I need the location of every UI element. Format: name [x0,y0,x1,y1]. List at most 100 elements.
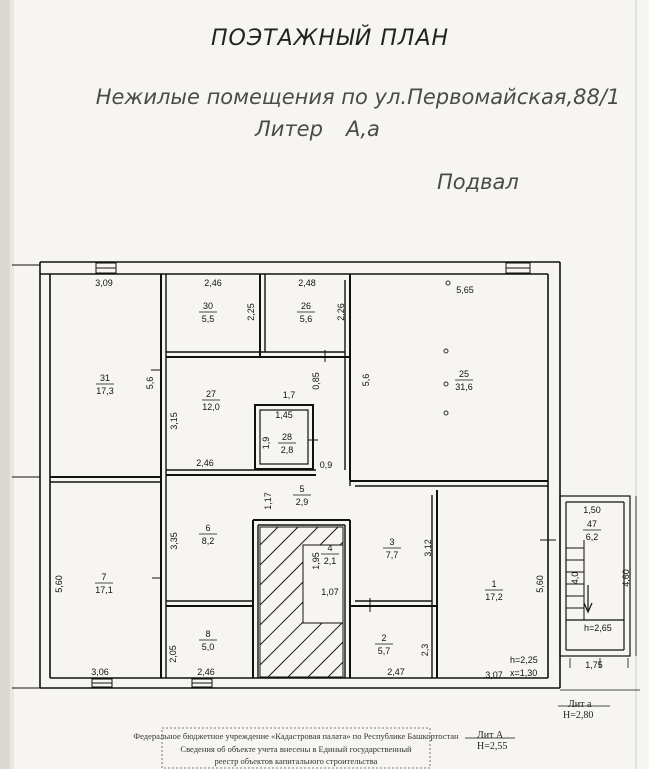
dimension-label: 1,07 [321,587,339,597]
room-31: 31 17,3 [96,373,114,396]
plan-title: ПОЭТАЖНЫЙ ПЛАН [211,25,449,51]
dimension-label: 2,46 [196,458,214,468]
room-number: 31 [100,373,110,383]
stamp-line3: реестр объектов капитального строительст… [215,756,378,766]
lit-a-label: Лит а [568,699,592,710]
room-number: 3 [389,537,394,547]
room-number: 8 [205,629,210,639]
room-area: 6,2 [586,532,599,542]
room-area: 2,9 [296,497,309,507]
lit-a-height: Н=2,80 [563,710,593,721]
dimension-label: 3,35 [169,532,179,550]
room-area: 12,0 [202,402,220,412]
cadastral-stamp: Федеральное бюджетное учреждение «Кадаст… [133,727,459,769]
room-number: 2 [381,633,386,643]
room-number: 4 [327,543,332,553]
dimension-label: 2,25 [246,303,256,321]
room-area: 5,5 [202,314,215,324]
room-4: 42,1 [321,543,339,566]
room-28: 282,8 [278,432,296,455]
dimension-leaders [465,689,640,739]
dimension-label: 1,75 [585,660,603,670]
room-area: 17,2 [485,592,503,602]
basement-height: h=2,25 [510,655,538,665]
dimension-label: 3,09 [95,278,113,288]
room-3: 37,7 [383,537,401,560]
room-number: 30 [203,301,213,311]
room-1: 117,2 [485,579,503,602]
room-26: 265,6 [297,301,315,324]
room-number: 6 [205,523,210,533]
porch-height: h=2,65 [584,623,612,633]
dimension-label: 2,48 [298,278,316,288]
room-30: 305,5 [199,301,217,324]
room-number: 7 [101,572,106,582]
room-5: 52,9 [293,484,311,507]
room-area: 2,8 [281,445,294,455]
dimension-label: 2,46 [197,667,215,677]
plan-address: Нежилые помещения по ул.Первомайская,88/… [96,85,621,109]
floor-name: Подвал [437,170,519,194]
room-27: 27 12,0 [202,389,220,412]
room-8: 85,0 [199,629,217,652]
dimension-label: 1,9 [261,437,271,450]
porch-47 [559,495,637,668]
dimension-label: 1,7 [283,390,296,400]
dimension-label: 2,46 [204,278,222,288]
room-area: 31,6 [455,382,473,392]
dimension-label: 5,60 [535,575,545,593]
room-area: 2,1 [324,556,337,566]
x-height: x=1,30 [510,668,537,678]
room-6: 68,2 [199,523,217,546]
dimension-label: 3,06 [91,667,109,677]
dimension-label: 4,60 [621,569,631,587]
room-area: 5,7 [378,646,391,656]
room-area: 5,6 [300,314,313,324]
room-area: 17,3 [96,386,114,396]
room-7: 717,1 [95,572,113,595]
dimension-label: 5,60 [54,575,64,593]
scan-edge-inner [10,0,14,769]
scan-edge-left [0,0,10,769]
walls [12,261,561,689]
dimension-label: 3,15 [169,412,179,430]
room-25: 25 31,6 [455,369,473,392]
dimension-label: 3,12 [423,539,433,557]
room-number: 25 [459,369,469,379]
room-2: 25,7 [375,633,393,656]
dimension-label: 5,65 [456,285,474,295]
dimension-label: 2,05 [168,645,178,663]
room-number: 1 [491,579,496,589]
dimension-label: 0,85 [311,372,321,390]
stairwell-hatch [259,526,344,678]
dimension-label: 2,3 [420,644,430,657]
liter-value: А,а [344,117,380,141]
lit-A-label: Лит А [477,730,504,741]
room-number: 47 [587,519,597,529]
room-number: 26 [301,301,311,311]
room-area: 7,7 [386,550,399,560]
dimension-label: 1,17 [263,492,273,510]
room-number: 27 [206,389,216,399]
ceiling-markers [443,280,451,416]
dimension-label: 2,26 [336,303,346,321]
dimension-label: 3,07 [485,670,503,680]
lit-A-height: Н=2,55 [477,741,507,752]
stamp-line1: Федеральное бюджетное учреждение «Кадаст… [133,731,459,741]
room-number: 5 [299,484,304,494]
dimension-label: 2,47 [387,667,405,677]
room-area: 5,0 [202,642,215,652]
stamp-line2: Сведения об объекте учета внесены в Един… [180,744,412,754]
dimension-label: 1,95 [311,552,321,570]
liter-label: Литер [254,117,323,141]
room-area: 8,2 [202,536,215,546]
room-47: 476,2 [583,519,601,542]
dimension-label: 0,9 [320,460,333,470]
room-area: 17,1 [95,585,113,595]
dimension-label: 1,50 [583,505,601,515]
room-number: 28 [282,432,292,442]
dimension-label: 1,45 [275,410,293,420]
